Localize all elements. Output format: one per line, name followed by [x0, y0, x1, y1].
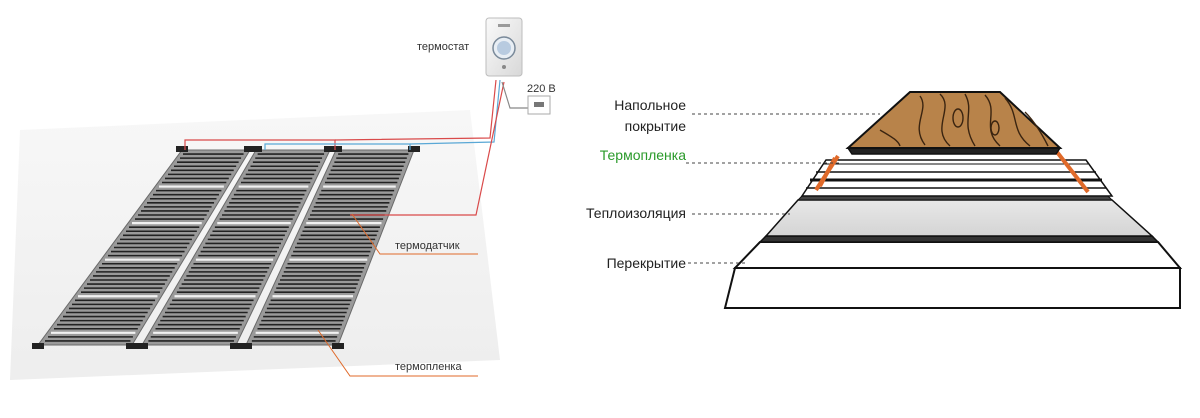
leader-lines [686, 113, 880, 264]
film-callout-line [317, 329, 478, 377]
film-strip [240, 146, 420, 349]
insulation-layer-label: Теплоизоляция [586, 205, 686, 221]
wood-grain [879, 93, 1049, 147]
power-outlet-icon [527, 95, 551, 115]
thermostat-label: термостат [417, 41, 469, 53]
film-layer [800, 150, 1114, 197]
floor-covering-label-line1: Напольное [614, 97, 686, 113]
floor-covering-label-line2: покрытие [625, 118, 687, 134]
sensor-label: термодатчик [395, 240, 460, 252]
film-installation-diagram: термостат 220 В термодатчик термопленка [0, 0, 590, 413]
film-layer-label: Термопленка [600, 147, 686, 163]
film-label: термопленка [395, 361, 462, 373]
slab-layer-label: Перекрытие [607, 255, 687, 271]
slab-layer [723, 241, 1183, 309]
film-edge-right [1055, 150, 1090, 194]
film-strips [32, 146, 420, 349]
wiring [184, 79, 528, 216]
insulation-layer [758, 195, 1160, 243]
film-strip [32, 146, 256, 349]
floor-covering-layer [845, 91, 1063, 155]
thermostat-icon [485, 17, 523, 77]
sensor-callout-line [351, 213, 478, 255]
power-label: 220 В [527, 83, 556, 95]
film-strip [136, 146, 336, 349]
floor-layers-diagram: Напольное покрытие Термопленка Теплоизол… [580, 0, 1200, 413]
